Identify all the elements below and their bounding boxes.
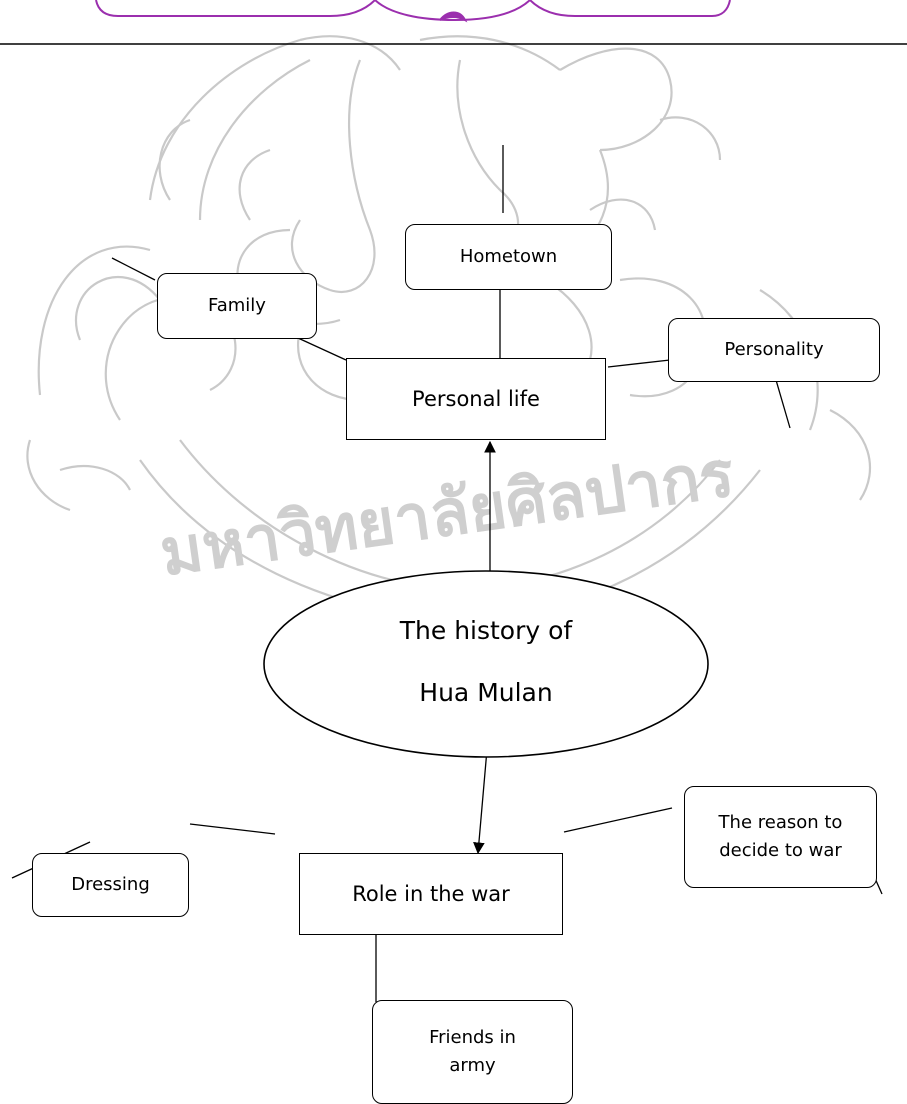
dressing-connector	[189, 823, 276, 835]
dressing-label: Dressing	[71, 874, 150, 896]
reason-box: The reason to decide to war	[684, 786, 877, 888]
personality-label: Personality	[724, 339, 824, 361]
personality-box: Personality	[668, 318, 880, 382]
center-line-1: The history of	[399, 616, 573, 645]
personal-life-label: Personal life	[412, 386, 540, 411]
reason-connector	[563, 807, 673, 833]
role-in-war-label: Role in the war	[352, 881, 510, 906]
reason-line-1: The reason to	[718, 812, 843, 834]
family-box: Family	[157, 273, 317, 339]
family-label: Family	[208, 295, 266, 317]
letterhead-ornament	[95, 0, 731, 23]
center-topic: The history of Hua Mulan	[300, 600, 672, 724]
personal-life-box: Personal life	[346, 358, 606, 440]
personality-outer-line	[775, 379, 791, 429]
dressing-box: Dressing	[32, 853, 189, 917]
family-connector	[297, 337, 347, 361]
center-ellipse	[263, 570, 709, 758]
hometown-label: Hometown	[459, 246, 558, 268]
personality-connector	[607, 359, 671, 368]
hometown-box: Hometown	[405, 224, 612, 290]
friends-line-1: Friends in	[429, 1027, 516, 1049]
reason-line-2: decide to war	[719, 840, 842, 861]
family-outer-line	[111, 257, 156, 281]
friends-box: Friends in army	[372, 1000, 573, 1104]
friends-line-2: army	[449, 1055, 496, 1076]
role-in-war-box: Role in the war	[299, 853, 563, 935]
center-line-2: Hua Mulan	[419, 678, 553, 707]
